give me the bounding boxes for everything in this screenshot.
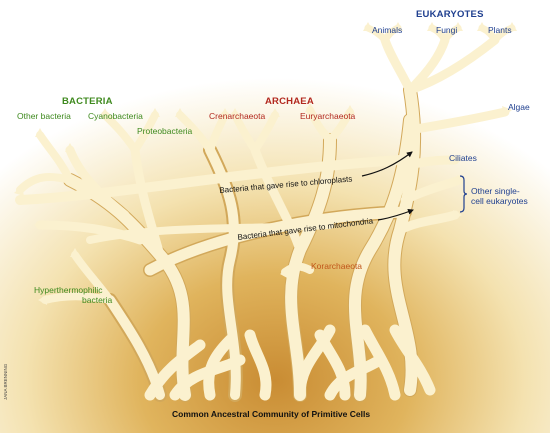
archaea-header: ARCHAEA [265,96,314,107]
animals-label: Animals [372,25,403,35]
other-eukaryotes-label-line2: cell eukaryotes [471,196,528,206]
chloroplast-arrow [361,151,413,177]
other-bacteria-label: Other bacteria [17,111,71,121]
korarchaeota-label: Korarchaeota [311,261,363,271]
proteobacteria-label: Proteobacteria [137,126,193,136]
algae-label: Algae [508,102,530,112]
hyperthermophilic-label-line2: bacteria [82,295,113,305]
artist-credit: JANA BRENNING [3,363,8,400]
cyanobacteria-label: Cyanobacteria [88,111,143,121]
mitochondria-arrow [377,208,414,221]
bacteria-header: BACTERIA [62,96,113,107]
eukaryote-bracket [459,175,468,213]
branch-network [15,24,516,401]
crenarchaeota-label: Crenarchaeota [209,111,266,121]
plants-label: Plants [488,25,512,35]
ciliates-label: Ciliates [449,153,477,163]
eukaryotes-header: EUKARYOTES [416,9,484,20]
other-eukaryotes-label-line1: Other single- [471,186,520,196]
branch-tips [14,22,517,305]
fungi-label: Fungi [436,25,458,35]
hyperthermophilic-label-line1: Hyperthermophilic [34,285,103,295]
common-ancestor-caption: Common Ancestral Community of Primitive … [172,409,371,419]
euryarchaeota-label: Euryarchaeota [300,111,356,121]
